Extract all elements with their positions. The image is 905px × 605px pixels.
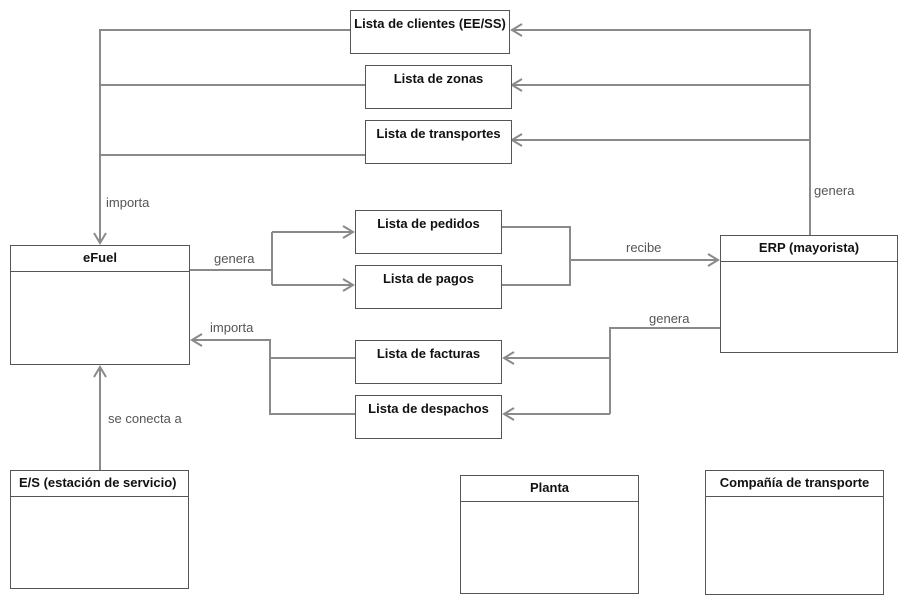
edge-erp-to-clientes xyxy=(510,23,811,235)
box-compania-transporte-label: Compañía de transporte xyxy=(706,471,883,497)
box-efuel-label: eFuel xyxy=(11,246,189,272)
edge-label-genera-efuel: genera xyxy=(214,251,255,266)
box-planta: Planta xyxy=(460,475,639,594)
box-es: E/S (estación de servicio) xyxy=(10,470,189,589)
box-lista-despachos-label: Lista de despachos xyxy=(368,401,489,416)
box-lista-transportes: Lista de transportes xyxy=(365,120,512,164)
box-erp: ERP (mayorista) xyxy=(720,235,898,353)
box-lista-facturas-label: Lista de facturas xyxy=(376,346,481,361)
box-lista-pedidos: Lista de pedidos xyxy=(355,210,502,254)
box-efuel: eFuel xyxy=(10,245,190,365)
edge-label-importa-top: importa xyxy=(106,195,150,210)
box-lista-pedidos-label: Lista de pedidos xyxy=(377,216,480,231)
edge-clientes-to-efuel xyxy=(93,29,350,245)
edge-from-pedidos xyxy=(502,226,571,286)
box-lista-despachos: Lista de despachos xyxy=(355,395,502,439)
box-lista-zonas: Lista de zonas xyxy=(365,65,512,109)
box-lista-transportes-label: Lista de transportes xyxy=(376,126,501,141)
box-es-label: E/S (estación de servicio) xyxy=(11,471,188,497)
box-lista-clientes-label: Lista de clientes (EE/SS) xyxy=(354,16,506,31)
edge-erp-genera-bottom xyxy=(609,327,720,414)
edge-label-genera-erp-top: genera xyxy=(814,183,855,198)
edge-label-se-conecta: se conecta a xyxy=(108,411,182,426)
box-planta-label: Planta xyxy=(461,476,638,502)
box-lista-clientes: Lista de clientes (EE/SS) xyxy=(350,10,510,54)
box-compania-transporte: Compañía de transporte xyxy=(705,470,884,595)
edge-from-facturas xyxy=(269,357,355,415)
box-erp-label: ERP (mayorista) xyxy=(721,236,897,262)
edge-label-importa-left: importa xyxy=(210,320,254,335)
edge-to-efuel-importa xyxy=(190,333,271,358)
edge-label-genera-erp-bottom: genera xyxy=(649,311,690,326)
box-lista-pagos-label: Lista de pagos xyxy=(382,271,475,286)
edge-label-recibe: recibe xyxy=(626,240,662,255)
box-lista-pagos: Lista de pagos xyxy=(355,265,502,309)
box-lista-zonas-label: Lista de zonas xyxy=(393,71,484,86)
box-lista-facturas: Lista de facturas xyxy=(355,340,502,384)
